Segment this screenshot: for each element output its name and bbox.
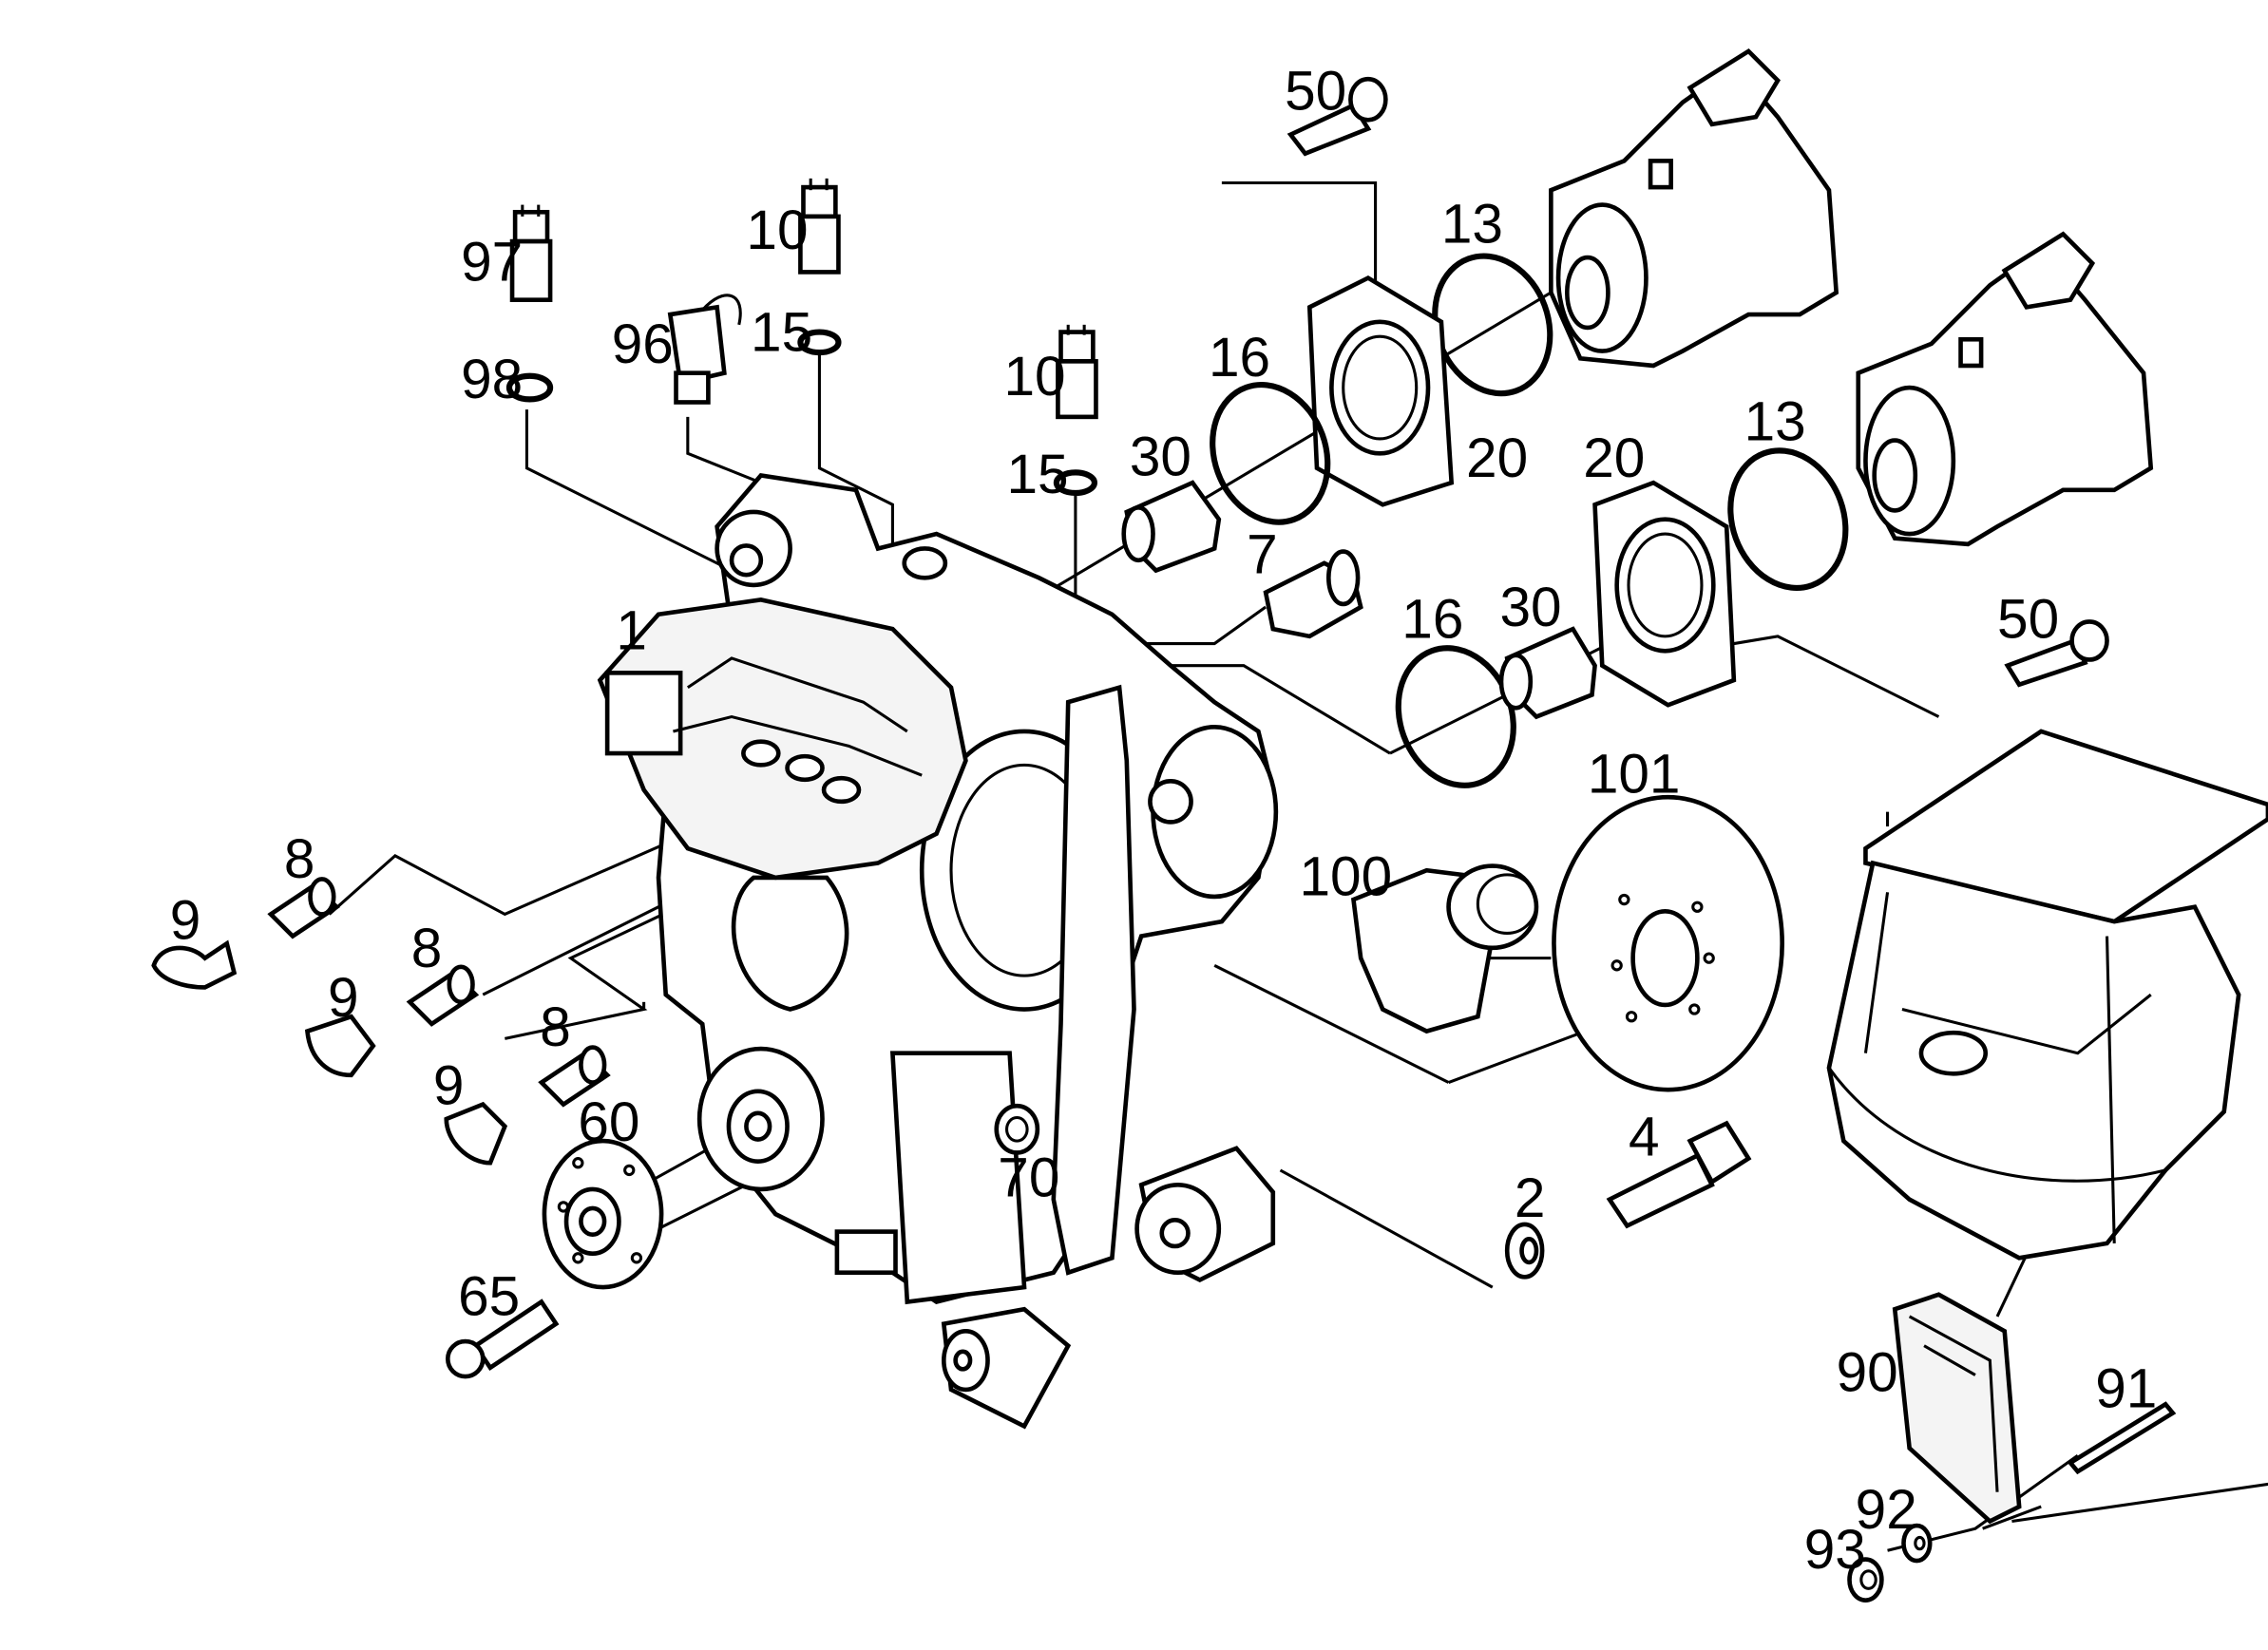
bolt-50-bottom	[2004, 619, 2109, 688]
brake-caliper-100	[1350, 863, 1539, 1034]
fitting-8-top	[267, 877, 340, 939]
callout-20-top: 20	[1466, 427, 1528, 489]
callout-7: 7	[1247, 524, 1278, 586]
breather-7	[1263, 549, 1363, 639]
callout-15-middle: 15	[1007, 444, 1069, 505]
oring-13-bottom	[1727, 447, 1849, 592]
callout-8-top: 8	[284, 828, 315, 890]
elbow-9-top	[151, 939, 238, 990]
callout-9-middle: 9	[328, 967, 359, 1029]
callout-60: 60	[578, 1091, 639, 1153]
callout-96: 96	[612, 313, 674, 375]
adapter-plate-20-bottom	[1592, 480, 1737, 708]
washer-92	[1901, 1523, 1933, 1564]
callout-9-bottom: 9	[433, 1055, 465, 1117]
callout-30-bottom: 30	[1499, 577, 1561, 638]
stud-91	[2067, 1401, 2177, 1475]
callout-8-bottom: 8	[540, 996, 571, 1058]
callout-13-top: 13	[1441, 194, 1503, 256]
callout-20-bottom: 20	[1583, 427, 1645, 489]
oring-15-middle	[1053, 469, 1098, 497]
bolt-4	[1606, 1120, 1752, 1229]
elbow-9-bottom	[444, 1101, 508, 1166]
fitting-8-middle	[406, 964, 480, 1027]
elbow-9-middle	[304, 1014, 376, 1078]
brake-disc-101	[1552, 794, 1784, 1092]
fitting-8-bottom	[538, 1045, 611, 1108]
control-unit-90	[1892, 1292, 2022, 1525]
callout-92: 92	[1856, 1479, 1917, 1541]
sensor-10-top	[798, 178, 841, 275]
callout-93: 93	[1804, 1519, 1866, 1581]
hydraulic-motor-top	[1549, 47, 1839, 369]
operator-cab	[1826, 729, 2268, 1261]
callout-65: 65	[458, 1265, 520, 1327]
callout-16-top: 16	[1209, 327, 1270, 389]
callout-50-top: 50	[1285, 60, 1346, 122]
coupling-30-top	[1121, 480, 1222, 574]
nut-93	[1847, 1557, 1884, 1603]
callout-100: 100	[1300, 845, 1393, 907]
output-flange-60	[542, 1138, 664, 1290]
adapter-plate-20-top	[1306, 275, 1455, 507]
callout-50-bottom: 50	[1997, 588, 2059, 650]
oring-15-top	[797, 329, 842, 356]
callout-16-bottom: 16	[1401, 588, 1463, 650]
callout-101: 101	[1588, 744, 1681, 806]
oring-16-top	[1210, 382, 1331, 525]
callout-10-middle: 10	[1003, 346, 1065, 408]
washer-2	[1504, 1222, 1545, 1280]
callout-70: 70	[998, 1147, 1059, 1209]
callout-1: 1	[616, 600, 647, 662]
coupling-30-bottom	[1498, 626, 1597, 720]
test-port-96	[667, 294, 742, 405]
oring-98	[505, 372, 554, 403]
sensor-97	[509, 204, 553, 302]
callout-98: 98	[461, 349, 523, 410]
callout-2: 2	[1515, 1167, 1546, 1229]
bolt-50-top	[1286, 76, 1388, 157]
bolt-65	[445, 1299, 560, 1379]
callout-4: 4	[1629, 1107, 1660, 1168]
callout-8-middle: 8	[411, 918, 443, 979]
callout-90: 90	[1837, 1341, 1898, 1403]
sensor-10-middle	[1056, 324, 1098, 420]
callout-30-top: 30	[1130, 426, 1191, 487]
callout-9-top: 9	[170, 890, 201, 952]
callout-91: 91	[2095, 1357, 2157, 1419]
callout-15-top: 15	[751, 302, 812, 364]
callout-10-top: 10	[746, 199, 808, 261]
callout-97: 97	[461, 232, 523, 294]
transmission-housing	[597, 472, 1279, 1430]
callout-13-bottom: 13	[1744, 391, 1806, 453]
callout-labels: 50 13 97 98 10 15 96 10 15 16 30 20 20 1…	[170, 60, 2158, 1580]
hydraulic-motor-bottom	[1856, 231, 2154, 547]
